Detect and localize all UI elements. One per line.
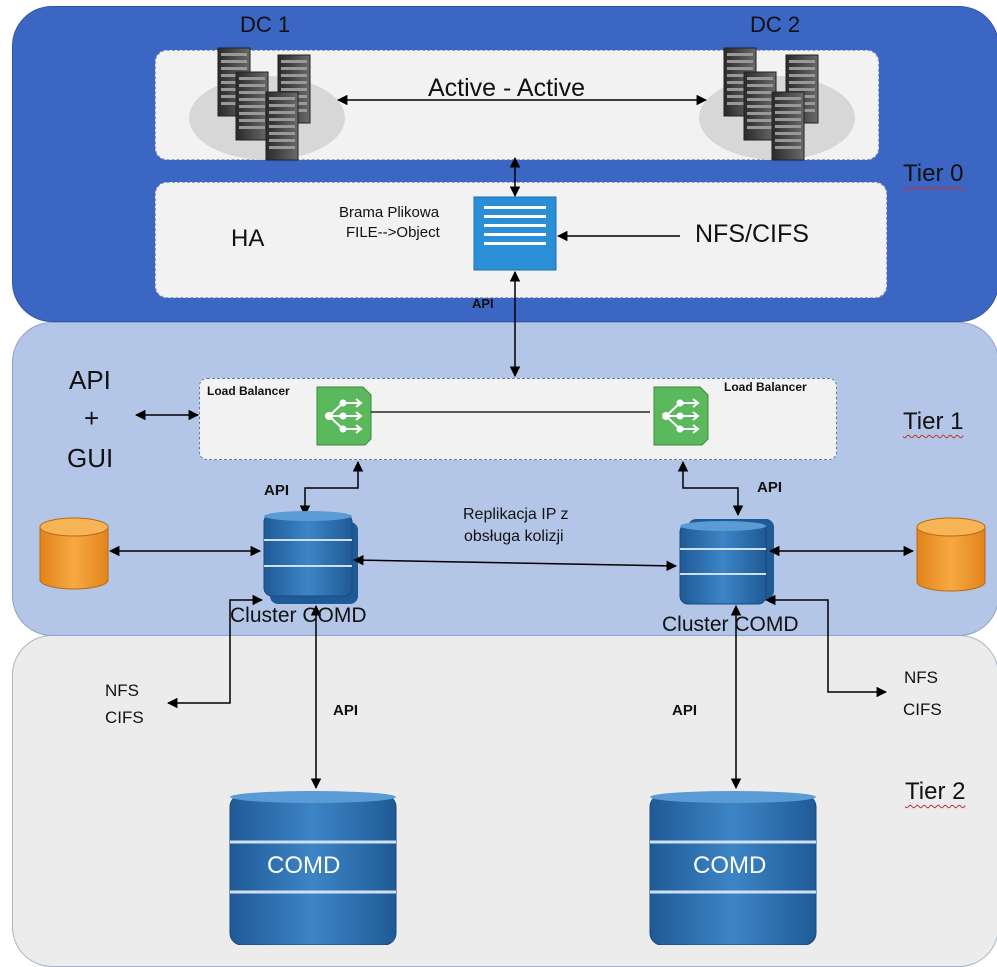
- ha-label: HA: [231, 225, 265, 252]
- left-cluster-to-nfs-arrow: [166, 594, 264, 709]
- api-gui-line3: GUI: [67, 443, 114, 473]
- left-cifs-label: CIFS: [105, 708, 144, 727]
- active-active-label: Active - Active: [428, 74, 585, 102]
- left-comd-label: COMD: [267, 852, 341, 879]
- dc2-label: DC 2: [750, 12, 801, 37]
- right-tier2-api-label: API: [672, 702, 698, 719]
- cluster-right-api-label: API: [757, 479, 783, 496]
- left-comd-db-icon: [229, 791, 397, 945]
- load-balancer-right-label: Load Balancer: [724, 380, 807, 394]
- gateway-name-line2: FILE-->Object: [346, 224, 440, 241]
- left-storage-cylinder-icon: [39, 517, 109, 590]
- right-cifs-label: CIFS: [903, 700, 942, 719]
- left-tier2-api-label: API: [333, 702, 359, 719]
- api-gui-line2: +: [84, 403, 100, 433]
- gateway-api-label: API: [472, 296, 494, 311]
- nfs-cifs-label: NFS/CIFS: [695, 220, 809, 248]
- right-storage-cylinder-icon: [916, 517, 986, 592]
- dc1-label: DC 1: [240, 12, 291, 37]
- right-cluster-to-nfs-arrow: [764, 594, 888, 698]
- load-balancer-right-icon: [653, 386, 709, 446]
- right-comd-label: COMD: [693, 852, 767, 879]
- right-nfs-label: NFS: [904, 668, 938, 687]
- architecture-diagram: Tier 0 Tier 1 Tier 2 DC 1 DC 2 Active - …: [12, 6, 997, 967]
- left-nfs-label: NFS: [105, 681, 139, 700]
- right-comd-db-icon: [649, 791, 817, 945]
- diagram-graphics: [39, 47, 986, 945]
- gateway-name-line1: Brama Plikowa: [339, 204, 440, 221]
- cluster-left-db-icon: [263, 511, 358, 604]
- load-balancer-left-label: Load Balancer: [207, 384, 290, 398]
- dc2-server-icon: [699, 47, 855, 161]
- dc1-server-icon: [189, 47, 345, 161]
- replication-line1: Replikacja IP z: [463, 506, 569, 523]
- tier-1-panel: [12, 322, 997, 636]
- load-balancer-left-icon: [316, 386, 372, 446]
- lb-right-to-cluster-arrow: [677, 460, 744, 517]
- api-gui-line1: API: [69, 365, 111, 395]
- replication-arrow: [352, 554, 678, 572]
- tier-2-label: Tier 2: [905, 778, 966, 805]
- file-gateway-icon: [473, 196, 557, 271]
- cluster-left-api-label: API: [264, 482, 290, 499]
- replication-line2: obsługa kolizji: [464, 528, 564, 545]
- tier-1-label: Tier 1: [903, 408, 964, 435]
- cluster-right-name: Cluster COMD: [662, 613, 799, 636]
- cluster-left-name: Cluster COMD: [230, 604, 367, 627]
- load-balancer-box: [199, 378, 837, 460]
- tier-0-label: Tier 0: [903, 160, 964, 187]
- cluster-right-db-icon: [679, 519, 774, 605]
- lb-left-to-cluster-arrow: [299, 460, 364, 517]
